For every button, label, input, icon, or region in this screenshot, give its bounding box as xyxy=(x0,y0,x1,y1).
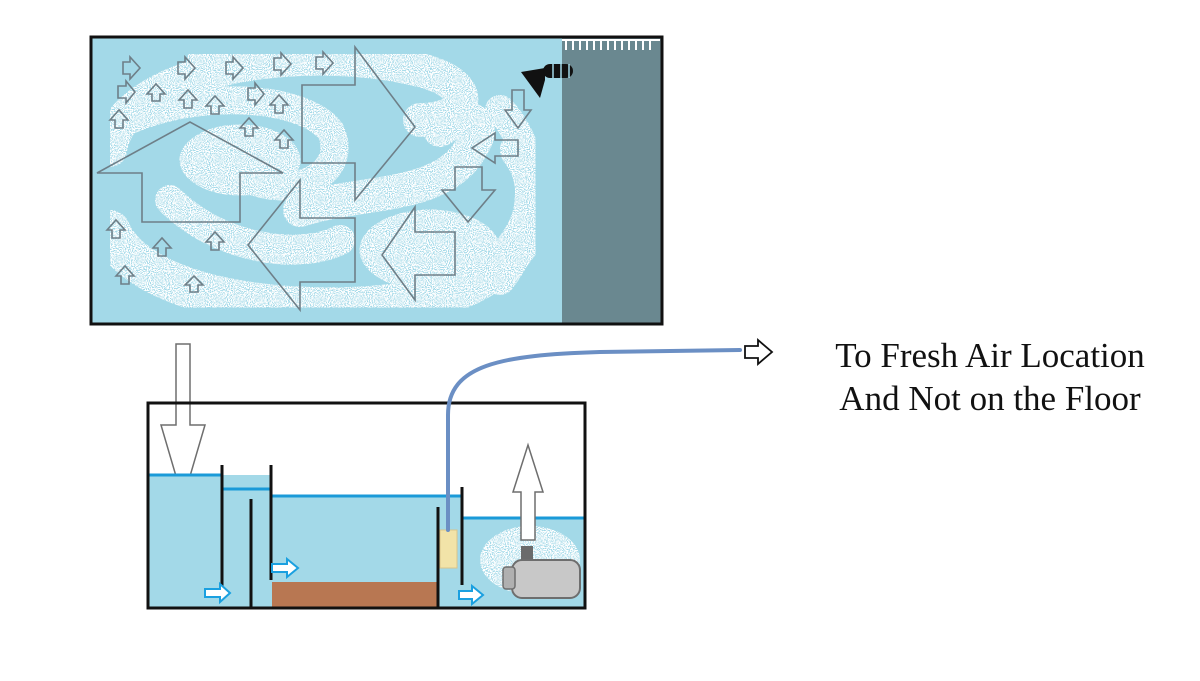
microbubble-cloud xyxy=(91,41,556,324)
sand-bed xyxy=(272,582,438,608)
arrow-up-large xyxy=(96,121,284,223)
arrow-right-large xyxy=(301,44,417,203)
fresh-air-arrow-icon xyxy=(744,338,774,366)
arrow-left-medium xyxy=(381,204,456,303)
baffles xyxy=(220,465,464,608)
caption-line-2: And Not on the Floor xyxy=(839,379,1141,418)
drain-flow-arrow xyxy=(159,343,207,503)
pump-icon xyxy=(502,546,581,599)
arrow-left-small xyxy=(470,131,519,165)
circulation-arrows xyxy=(96,44,533,313)
arrow-down-medium xyxy=(440,166,497,224)
display-tank xyxy=(89,35,664,326)
overflow-box xyxy=(562,37,662,324)
caption-line-1: To Fresh Air Location xyxy=(835,336,1145,375)
return-nozzle-icon xyxy=(521,64,573,98)
air-stone-sponge xyxy=(439,529,458,569)
overflow-teeth xyxy=(562,39,660,50)
display-tank-frame xyxy=(89,35,664,326)
pump-return-arrow xyxy=(511,442,545,541)
air-line-tube xyxy=(446,348,742,532)
sump-flow-arrows xyxy=(204,556,485,607)
arrow-down-small xyxy=(503,89,533,130)
fresh-air-caption: To Fresh Air Location And Not on the Flo… xyxy=(790,334,1190,420)
sump xyxy=(146,401,587,610)
sump-frame xyxy=(146,401,587,610)
arrow-left-large xyxy=(246,177,356,313)
